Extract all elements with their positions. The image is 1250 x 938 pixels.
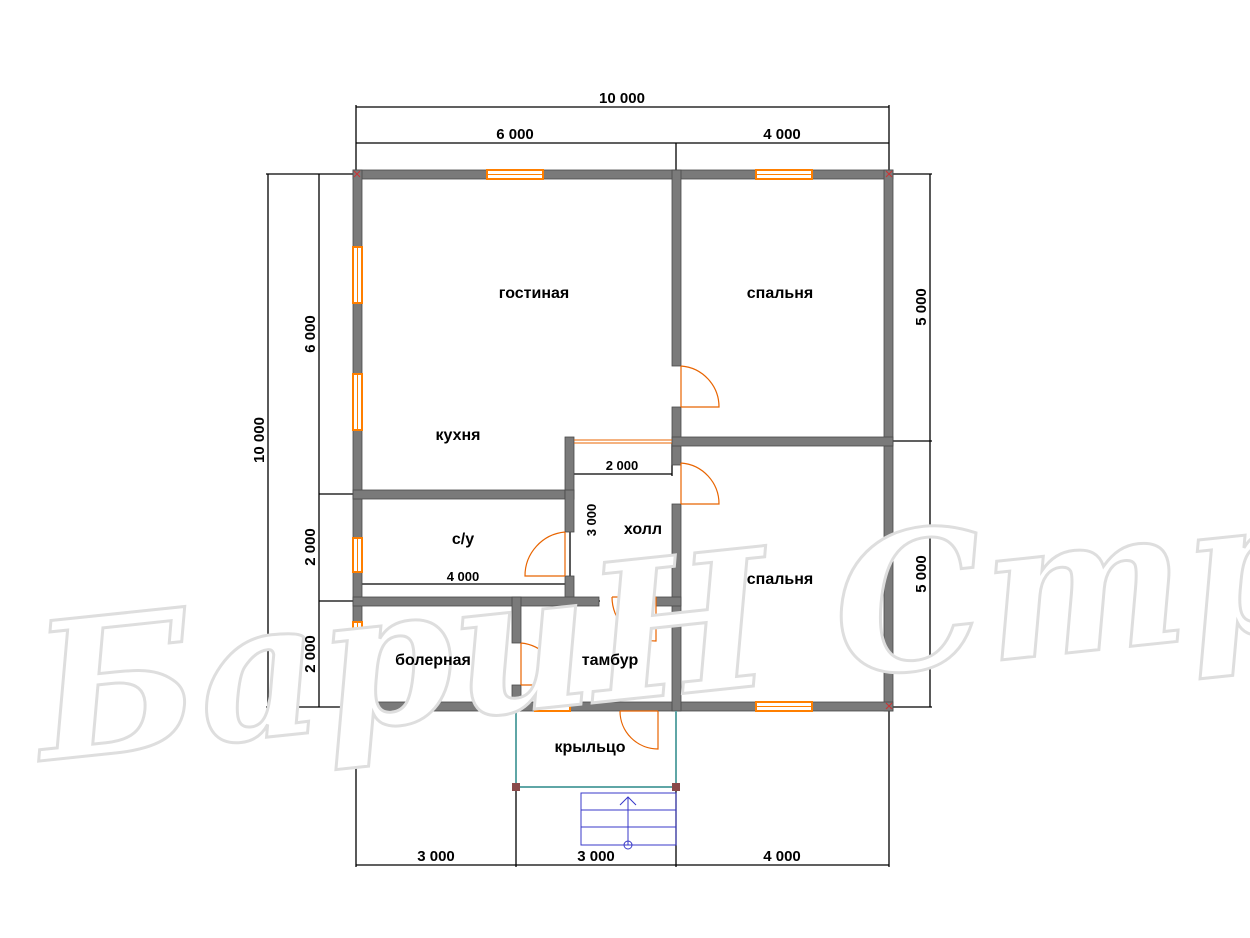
room-hall: холл (624, 521, 662, 538)
dim-bottom-right: 4 000 (763, 848, 801, 865)
wall-hall-lower (564, 489, 575, 533)
room-bedroom-top: спальня (747, 285, 813, 302)
doors (520, 365, 720, 750)
dim-left-lower: 2 000 (302, 635, 319, 673)
dim-right-lower: 5 000 (913, 555, 930, 593)
door-hall-vestibule (611, 596, 657, 642)
dimension-labels: 10 000 6 000 4 000 10 000 6 000 2 000 2 … (251, 90, 930, 865)
dim-bottom-left: 3 000 (417, 848, 455, 865)
door-bedroom-top (680, 365, 720, 408)
dim-bottom-middle: 3 000 (577, 848, 615, 865)
room-bathroom: с/у (452, 531, 474, 548)
room-boiler: болерная (395, 652, 471, 669)
dim-top-left: 6 000 (496, 126, 534, 143)
dim-inner-hall-width: 2 000 (606, 458, 639, 473)
wall-bath-boiler (352, 596, 600, 607)
dim-top-right: 4 000 (763, 126, 801, 143)
room-labels: гостиная спальня кухня с/у холл спальня … (395, 285, 813, 756)
dim-right-upper: 5 000 (913, 288, 930, 326)
stairs (580, 792, 677, 850)
door-bathroom (524, 531, 566, 577)
wall-partition-vertical-top (671, 169, 682, 367)
hall-opening (574, 439, 672, 444)
door-entrance (619, 710, 659, 750)
room-porch: крыльцо (554, 739, 625, 756)
wall-boiler-stub (511, 596, 522, 644)
dim-inner-bath-width: 4 000 (447, 569, 480, 584)
dim-left-upper: 6 000 (302, 315, 319, 353)
wall-kitchen-bath (352, 489, 575, 500)
room-bedroom-bottom: спальня (747, 571, 813, 588)
door-boiler (520, 642, 560, 686)
dim-left-total: 10 000 (251, 417, 268, 463)
wall-bedroom-divider (671, 436, 894, 447)
porch-posts (512, 783, 680, 791)
corner-markers (353, 170, 893, 710)
dim-top-total: 10 000 (599, 90, 645, 107)
dim-left-middle: 2 000 (302, 528, 319, 566)
room-living: гостиная (499, 285, 569, 302)
door-bedroom-bottom (680, 462, 720, 505)
watermark-text: БариН Строй (20, 421, 1250, 806)
walls (352, 169, 894, 712)
room-kitchen: кухня (436, 427, 481, 444)
room-vestibule: тамбур (582, 652, 639, 669)
dim-inner-hall-height: 3 000 (584, 504, 599, 537)
porch (515, 711, 677, 788)
wall-partition-vertical-mid (671, 406, 682, 466)
window-glass-lines (357, 174, 812, 707)
